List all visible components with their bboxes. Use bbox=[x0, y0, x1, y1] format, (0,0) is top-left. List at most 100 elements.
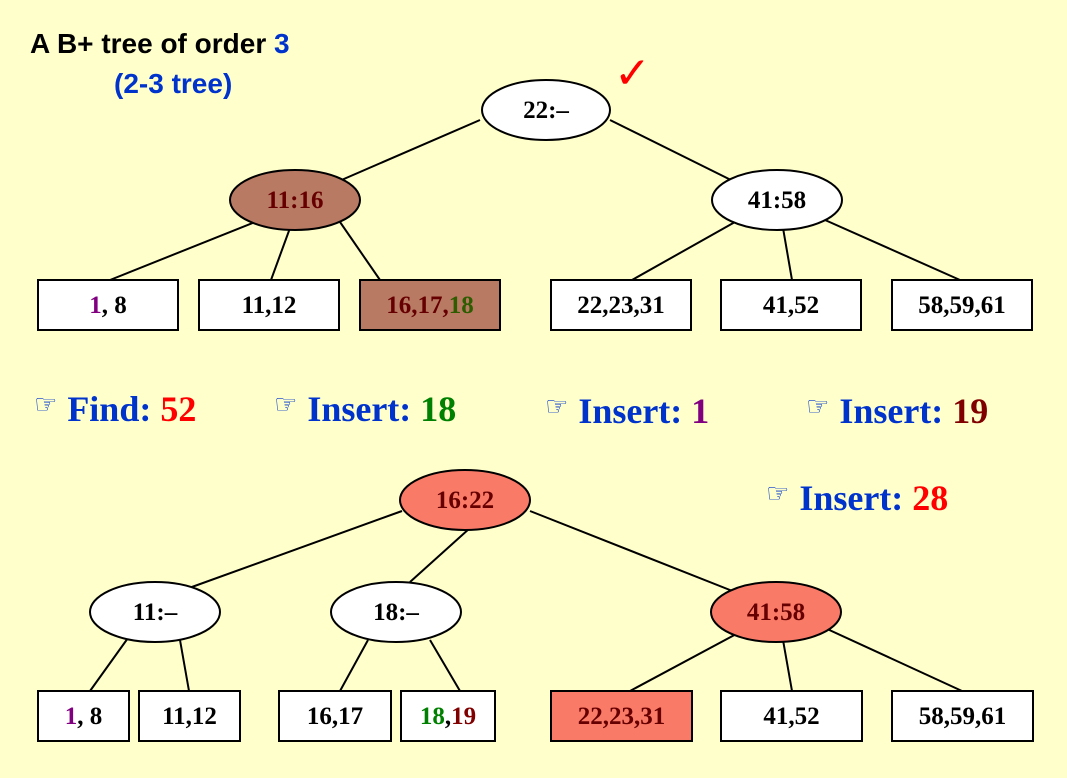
op-insert-28: ☞ Insert: 28 bbox=[766, 477, 948, 519]
leaf-node-label: 11,12 bbox=[242, 292, 297, 319]
tree-edge bbox=[609, 119, 736, 183]
title-order: 3 bbox=[274, 28, 290, 59]
leaf-node bbox=[891, 279, 1033, 331]
pointing-hand-icon: ☞ bbox=[806, 392, 830, 422]
op-label: Find: bbox=[67, 389, 161, 429]
leaf-key: 11,12 bbox=[162, 703, 217, 730]
leaf-node bbox=[138, 690, 241, 742]
check-mark-icon: ✓ bbox=[614, 48, 651, 99]
leaf-node-label: 16,17 bbox=[307, 703, 363, 730]
internal-node-label: 18:– bbox=[373, 599, 419, 626]
leaf-node bbox=[198, 279, 340, 331]
tree-edge bbox=[339, 221, 381, 281]
op-value: 1 bbox=[691, 391, 710, 431]
leaf-key: 18 bbox=[420, 703, 445, 730]
tree-edge bbox=[529, 510, 736, 593]
tree-edge bbox=[631, 221, 736, 281]
tree-edge bbox=[329, 119, 481, 186]
internal-node bbox=[711, 169, 843, 231]
leaf-node bbox=[550, 690, 693, 742]
op-label: Insert: bbox=[307, 389, 421, 429]
pointing-hand-icon: ☞ bbox=[766, 479, 790, 509]
op-label: Insert: bbox=[839, 391, 953, 431]
tree-edge bbox=[179, 639, 190, 692]
title: A B+ tree of order 3 bbox=[30, 28, 290, 60]
leaf-node-label: 22,23,31 bbox=[577, 292, 665, 319]
op-value: 28 bbox=[912, 478, 949, 518]
tree-edge bbox=[177, 510, 403, 593]
internal-node bbox=[229, 169, 361, 231]
leaf-key: 1 bbox=[89, 292, 102, 319]
tree-edge bbox=[429, 639, 461, 692]
op-value: 19 bbox=[952, 391, 989, 431]
leaf-node-label: 22,23,31 bbox=[578, 703, 666, 730]
tree-edge bbox=[109, 221, 256, 281]
leaf-node-label: 41,52 bbox=[763, 292, 819, 319]
leaf-node bbox=[550, 279, 692, 331]
leaf-key: 41,52 bbox=[763, 703, 819, 730]
root-node bbox=[481, 79, 611, 141]
leaf-node bbox=[37, 690, 130, 742]
internal-node bbox=[710, 581, 842, 643]
internal-node-label: 11:– bbox=[133, 599, 178, 626]
leaf-node bbox=[359, 279, 501, 331]
leaf-key: 11,12 bbox=[242, 292, 297, 319]
tree-edge bbox=[270, 227, 291, 281]
op-find: ☞ Find: 52 bbox=[34, 388, 196, 430]
op-label: Insert: bbox=[799, 478, 913, 518]
leaf-node-label: 18,19 bbox=[420, 703, 476, 730]
internal-node bbox=[89, 581, 221, 643]
root-node-label: 22:– bbox=[523, 97, 569, 124]
pointing-hand-icon: ☞ bbox=[545, 392, 569, 422]
tree-edge bbox=[782, 227, 793, 281]
leaf-key: 16,17 bbox=[307, 703, 363, 730]
leaf-node-label: 41,52 bbox=[763, 703, 819, 730]
tree-edge bbox=[409, 527, 471, 583]
op-value: 52 bbox=[160, 389, 197, 429]
leaf-key: 22,23,31 bbox=[577, 292, 665, 319]
pointing-hand-icon: ☞ bbox=[274, 390, 298, 420]
leaf-key: 19 bbox=[451, 703, 476, 730]
leaf-key: 58,59,61 bbox=[918, 292, 1006, 319]
leaf-node-label: 16,17,18 bbox=[386, 292, 474, 319]
internal-node-label: 41:58 bbox=[748, 187, 806, 214]
leaf-key: 22,23,31 bbox=[578, 703, 666, 730]
leaf-node-label: 58,59,61 bbox=[919, 703, 1007, 730]
leaf-key: 1 bbox=[65, 703, 78, 730]
leaf-node-label: 1, 8 bbox=[89, 292, 127, 319]
op-value: 18 bbox=[420, 389, 457, 429]
leaf-key: , 8 bbox=[77, 703, 102, 730]
tree-edge bbox=[824, 219, 961, 281]
tree-edge bbox=[89, 637, 129, 692]
leaf-node bbox=[720, 279, 862, 331]
tree-edge bbox=[339, 639, 369, 692]
leaf-key: 16,17, bbox=[386, 292, 449, 319]
internal-node-label: 41:58 bbox=[747, 599, 805, 626]
op-insert-19: ☞ Insert: 19 bbox=[806, 390, 988, 432]
leaf-node bbox=[278, 690, 392, 742]
leaf-node bbox=[400, 690, 496, 742]
subtitle: (2-3 tree) bbox=[114, 68, 233, 99]
leaf-node-label: 1, 8 bbox=[65, 703, 103, 730]
internal-node bbox=[330, 581, 462, 643]
leaf-node bbox=[720, 690, 863, 742]
op-label: Insert: bbox=[578, 391, 692, 431]
op-insert-1: ☞ Insert: 1 bbox=[545, 390, 709, 432]
op-insert-18: ☞ Insert: 18 bbox=[274, 388, 456, 430]
root-node bbox=[399, 469, 531, 531]
leaf-key: 58,59,61 bbox=[919, 703, 1007, 730]
pointing-hand-icon: ☞ bbox=[34, 390, 58, 420]
leaf-node bbox=[37, 279, 179, 331]
leaf-key: , 8 bbox=[102, 292, 127, 319]
leaf-node-label: 11,12 bbox=[162, 703, 217, 730]
title-prefix: A B+ tree of order bbox=[30, 28, 275, 59]
leaf-key: , bbox=[445, 703, 451, 730]
tree-edge bbox=[824, 627, 963, 692]
leaf-node bbox=[891, 690, 1034, 742]
root-node-label: 16:22 bbox=[436, 487, 494, 514]
tree-edge bbox=[782, 639, 793, 692]
leaf-key: 18 bbox=[449, 292, 474, 319]
tree-edge bbox=[629, 631, 741, 692]
